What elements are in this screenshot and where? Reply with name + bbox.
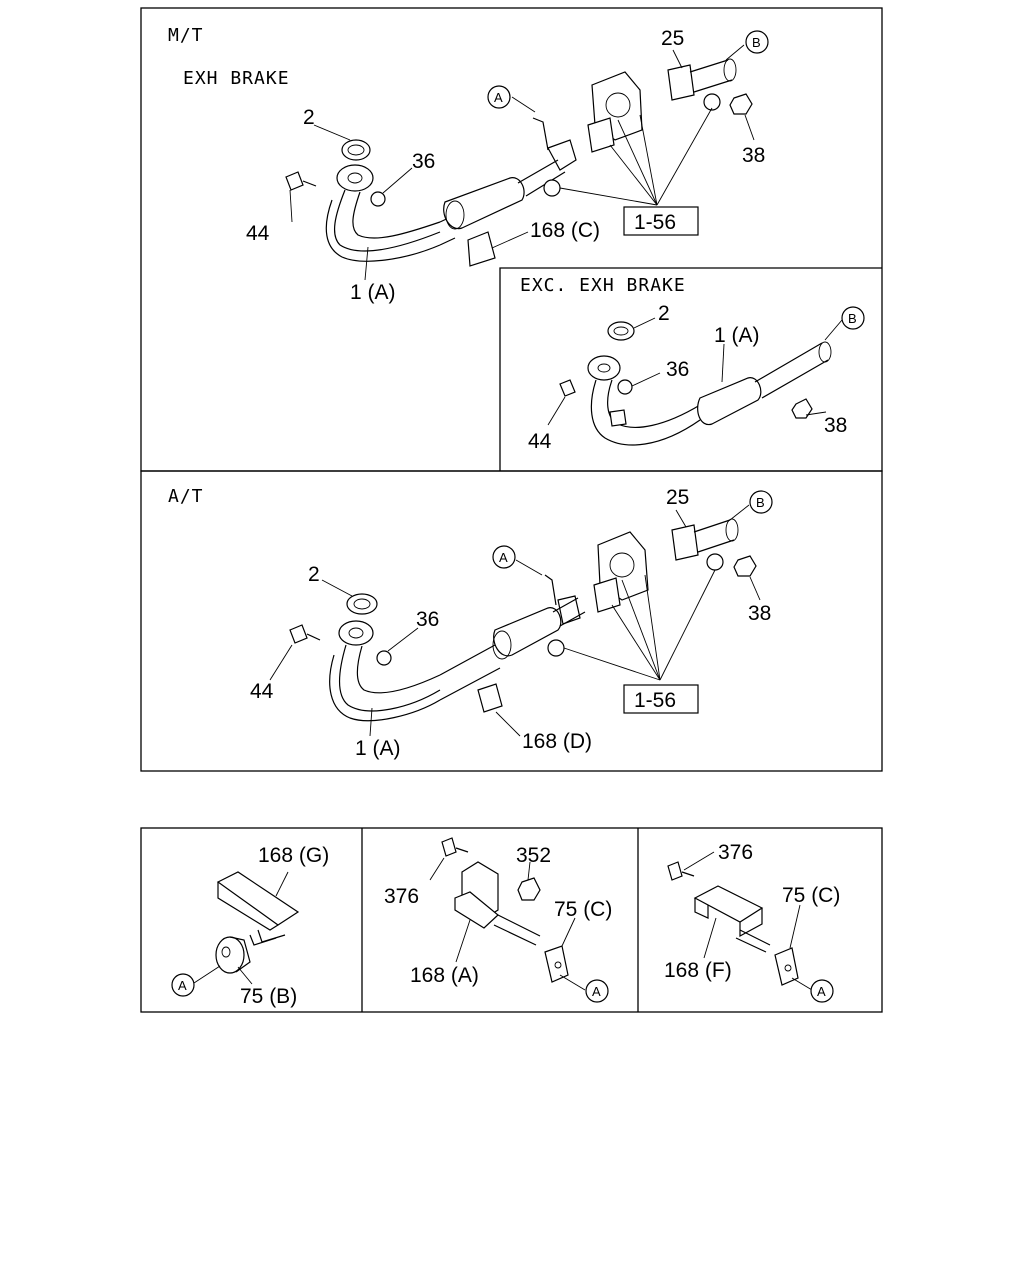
- svg-text:A: A: [817, 984, 826, 999]
- bracket-168g: [216, 871, 300, 926]
- svg-text:A: A: [494, 90, 503, 105]
- gasket-flange: [671, 524, 699, 561]
- svg-text:B: B: [848, 311, 857, 326]
- mt-header: M/T: [168, 25, 204, 46]
- label-168a: 168 (A): [410, 964, 479, 987]
- nut-38: [733, 555, 757, 577]
- label-168f: 168 (F): [664, 959, 732, 982]
- bolt-44: [559, 379, 576, 397]
- rubber-hanger-75b: [215, 936, 245, 974]
- at-header: A/T: [168, 486, 204, 507]
- svg-text:A: A: [499, 550, 508, 565]
- mt-front-pipe: [325, 139, 577, 262]
- gasket-2: [341, 139, 371, 161]
- label-36-at: 36: [416, 608, 439, 631]
- label-36-exc: 36: [666, 358, 689, 381]
- at-panel: [140, 470, 883, 772]
- nut-36: [617, 379, 633, 395]
- label-376-f: 376: [718, 841, 753, 864]
- label-38-at: 38: [748, 602, 771, 625]
- marker-a: [492, 545, 516, 569]
- label-44: 44: [246, 222, 270, 245]
- label-168d: 168 (D): [522, 730, 592, 753]
- bracket-168d: [477, 683, 503, 713]
- label-1a-at: 1 (A): [355, 737, 401, 760]
- flange: [336, 164, 374, 192]
- label-38: 38: [742, 144, 765, 167]
- silencer: [697, 377, 762, 426]
- label-ref-1-56: 1-56: [634, 211, 676, 234]
- bolt-376: [441, 837, 457, 857]
- label-352: 352: [516, 844, 551, 867]
- at-front-pipe: [329, 574, 586, 722]
- label-376: 376: [384, 885, 419, 908]
- gasket-2: [607, 321, 635, 341]
- svg-text:B: B: [756, 495, 765, 510]
- marker-a: [585, 979, 609, 1003]
- ref-box: [623, 206, 699, 236]
- hanger-75c: [774, 947, 799, 986]
- marker-a: [171, 973, 195, 997]
- marker-a: [810, 979, 834, 1003]
- svg-text:A: A: [592, 984, 601, 999]
- marker-b: [841, 306, 865, 330]
- label-168c: 168 (C): [530, 219, 600, 242]
- label-36: 36: [412, 150, 435, 173]
- marker-b: [749, 490, 773, 514]
- gasket-flange: [667, 64, 695, 101]
- marker-b: [745, 30, 769, 54]
- label-75c-f: 75 (C): [782, 884, 840, 907]
- detail-panel: [140, 827, 883, 1013]
- gasket-2: [346, 593, 378, 615]
- label-2-exc: 2: [658, 302, 670, 325]
- nut-36: [370, 191, 386, 207]
- hanger-75c: [544, 945, 569, 983]
- label-1a: 1 (A): [350, 281, 396, 304]
- at-exhaust-brake-assy: [547, 518, 757, 657]
- bolt-44: [285, 171, 304, 191]
- nut-38: [729, 93, 753, 115]
- at-fasteners: [289, 593, 392, 666]
- label-1a-exc: 1 (A): [714, 324, 760, 347]
- marker-a: [487, 85, 511, 109]
- label-25: 25: [661, 27, 684, 50]
- label-44-exc: 44: [528, 430, 552, 453]
- label-75b: 75 (B): [240, 985, 297, 1008]
- label-75c: 75 (C): [554, 898, 612, 921]
- label-25-at: 25: [666, 486, 689, 509]
- exc-exh-brake-panel: [499, 267, 882, 471]
- mt-fasteners: [285, 93, 753, 267]
- flange: [587, 355, 621, 381]
- bolt-44: [289, 624, 308, 644]
- exc-front-pipe: [559, 321, 832, 446]
- bracket-168c: [467, 231, 496, 267]
- nut-38: [791, 398, 813, 419]
- svg-text:B: B: [752, 35, 761, 50]
- detail-168f-75c: [667, 861, 799, 986]
- flange: [338, 620, 374, 646]
- label-ref-1-56-at: 1-56: [634, 689, 676, 712]
- nut-352: [517, 877, 541, 901]
- detail-168a-75c: [441, 837, 569, 983]
- exh-brake-header: EXH BRAKE: [183, 68, 290, 89]
- mt-exhaust-brake-assy: [587, 58, 737, 153]
- label-168g: 168 (G): [258, 844, 329, 867]
- detail-168g-75b: [215, 871, 300, 974]
- bolt-376: [667, 861, 683, 881]
- label-38-exc: 38: [824, 414, 847, 437]
- label-2: 2: [303, 106, 315, 129]
- exc-exh-brake-header: EXC. EXH BRAKE: [520, 275, 686, 296]
- ref-box-at: [623, 684, 699, 714]
- svg-text:A: A: [178, 978, 187, 993]
- label-44-at: 44: [250, 680, 274, 703]
- catalytic-converter: [443, 177, 525, 230]
- label-2-at: 2: [308, 563, 320, 586]
- nut-36: [376, 650, 392, 666]
